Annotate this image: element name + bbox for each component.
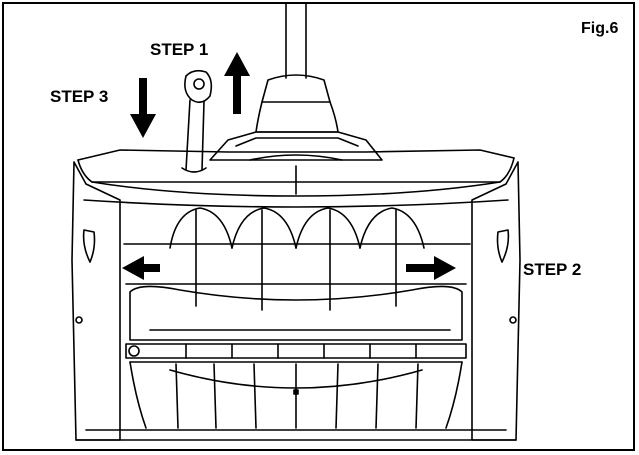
figure-label: Fig.6 bbox=[581, 20, 619, 37]
housing-top bbox=[77, 149, 515, 208]
lower-chamber bbox=[129, 361, 463, 429]
arrow-left-icon bbox=[122, 256, 160, 280]
step-3-label: STEP 3 bbox=[50, 87, 109, 106]
auger-rods bbox=[195, 209, 397, 311]
arrow-down-icon bbox=[130, 78, 156, 138]
release-lever bbox=[181, 69, 213, 173]
handle-shaft bbox=[285, 3, 307, 79]
arrow-up-icon bbox=[224, 52, 250, 114]
scraper-bar bbox=[125, 343, 467, 359]
arrow-right-icon bbox=[406, 256, 456, 280]
figure-frame bbox=[2, 2, 635, 451]
step-1-label: STEP 1 bbox=[150, 40, 209, 59]
handle-base bbox=[255, 74, 339, 133]
step-2-label: STEP 2 bbox=[523, 260, 582, 279]
auger-paddles bbox=[169, 207, 425, 249]
left-side-wall bbox=[71, 161, 121, 441]
right-side-wall bbox=[471, 161, 521, 441]
housing-front-lip bbox=[75, 429, 517, 441]
motor-shroud bbox=[209, 131, 383, 161]
auger-drum bbox=[123, 243, 471, 341]
